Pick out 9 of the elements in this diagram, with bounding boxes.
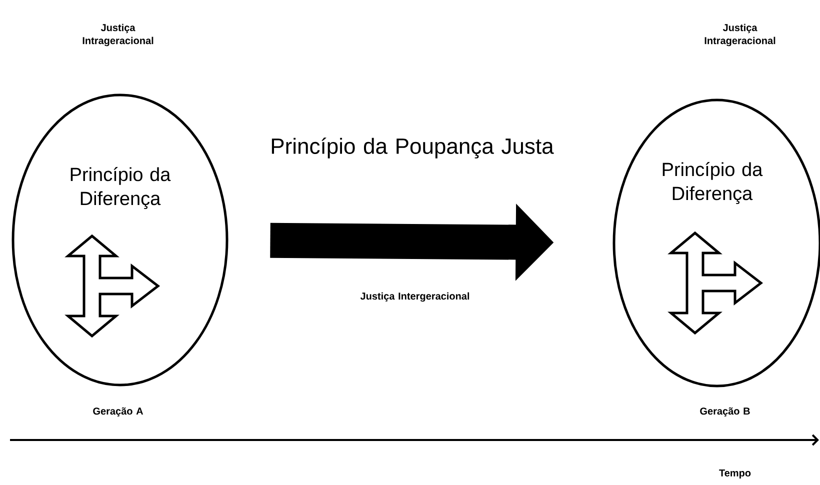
- caption-label: Justiça Intrageracional: [82, 24, 154, 46]
- caption-label: Justiça Intrageracional: [704, 24, 776, 46]
- node-text: Princípio da Diferença: [70, 167, 171, 209]
- node-text: Princípio da Diferença: [662, 162, 763, 204]
- axis-label: Tempo: [719, 470, 751, 478]
- caption-label: Geração A: [93, 407, 144, 417]
- caption-label: Justiça Intergeracional: [360, 292, 470, 302]
- caption-label: Geração B: [700, 407, 750, 417]
- edge-label: Princípio da Poupança Justa: [272, 138, 554, 158]
